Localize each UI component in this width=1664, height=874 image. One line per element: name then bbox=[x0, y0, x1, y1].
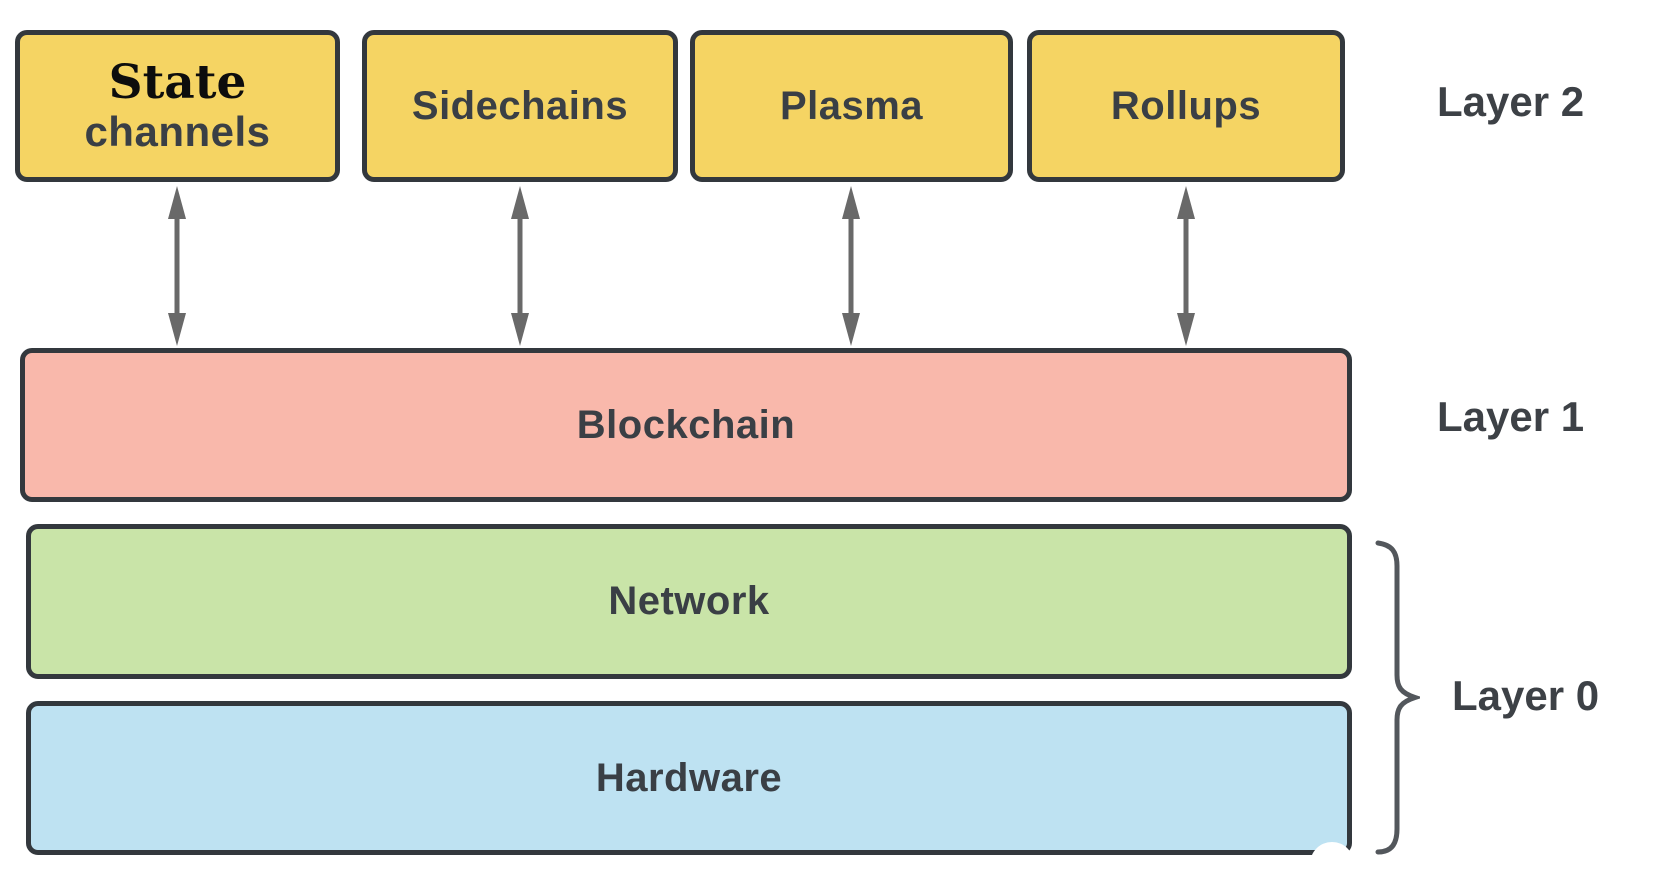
blockchain-label: Blockchain bbox=[576, 402, 796, 447]
plasma-label: Plasma bbox=[779, 83, 924, 128]
hardware-label: Hardware bbox=[595, 755, 783, 800]
layer2-box-sidechains: Sidechains bbox=[362, 30, 678, 182]
double-arrow-icon bbox=[511, 186, 529, 346]
state-channels-label-line1: State bbox=[108, 54, 247, 110]
state-channels-label-line2: channels bbox=[84, 107, 271, 155]
curly-brace-icon bbox=[1375, 540, 1420, 855]
layer2-box-state-channels: State channels bbox=[15, 30, 340, 182]
layer2-box-plasma: Plasma bbox=[690, 30, 1013, 182]
layer-0-label: Layer 0 bbox=[1452, 672, 1600, 719]
layer2-box-rollups: Rollups bbox=[1027, 30, 1345, 182]
rollups-label: Rollups bbox=[1110, 83, 1262, 128]
white-notch-artifact bbox=[1310, 842, 1354, 874]
network-label: Network bbox=[608, 579, 770, 623]
layer0-box-hardware: Hardware bbox=[26, 701, 1352, 855]
layer0-box-network: Network bbox=[26, 524, 1352, 679]
layer-1-label: Layer 1 bbox=[1437, 393, 1585, 440]
double-arrow-icon bbox=[842, 186, 860, 346]
double-arrow-icon bbox=[1177, 186, 1195, 346]
sidechains-label: Sidechains bbox=[411, 83, 629, 128]
layer1-box-blockchain: Blockchain bbox=[20, 348, 1352, 502]
layer-2-label: Layer 2 bbox=[1437, 78, 1585, 125]
double-arrow-icon bbox=[168, 186, 186, 346]
